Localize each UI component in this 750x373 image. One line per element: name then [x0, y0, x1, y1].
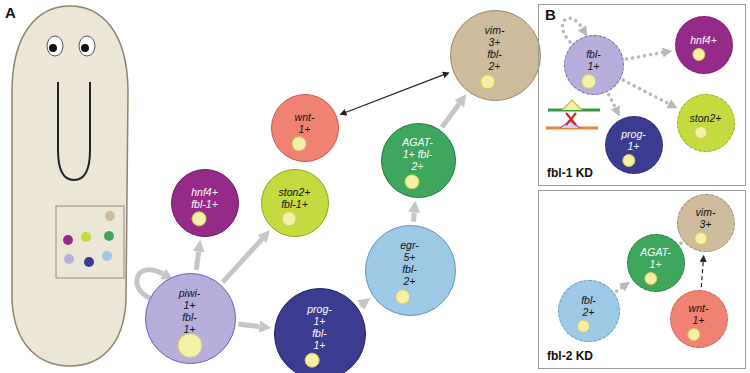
- cell-circle: AGAT-1+: [627, 234, 685, 292]
- knockdown-hairpin: [560, 121, 580, 128]
- panel-label: A: [5, 4, 16, 21]
- nucleus: [623, 155, 635, 167]
- nucleus: [305, 353, 319, 367]
- cell-circle: ston2+ fbl-1+: [261, 169, 329, 237]
- cell-circle: wnt-1+: [271, 94, 339, 162]
- nucleus: [582, 74, 596, 88]
- nucleus: [178, 333, 202, 357]
- lineage-arrow: [442, 104, 459, 128]
- nucleus: [282, 212, 296, 226]
- marker-gene-label: AGAT-1+ fbl-2+: [402, 136, 432, 172]
- lineage-arrow: [623, 80, 668, 104]
- planarian-body: [12, 6, 128, 366]
- cell-dot: [105, 211, 115, 221]
- cell-dot: [81, 232, 91, 242]
- nucleus: [695, 233, 707, 245]
- lineage-arrow: [196, 252, 198, 270]
- marker-gene-label: vim-3+: [696, 206, 716, 230]
- lineage-arrow: [626, 53, 662, 60]
- nucleus: [292, 137, 306, 151]
- cell-circle: ston2+: [677, 94, 735, 152]
- cell-circle: vim-3+: [677, 194, 735, 252]
- planarian-pharynx: [58, 82, 90, 180]
- planarian-pupil: [49, 44, 57, 52]
- nucleus: [395, 289, 409, 303]
- nucleus: [480, 74, 494, 88]
- cell-circle: hnf4+ fbl-1+: [171, 169, 239, 237]
- nucleus: [645, 273, 657, 285]
- marker-gene-label: piwi-1+ fbl-1+: [179, 287, 201, 335]
- marker-gene-label: AGAT-1+: [640, 246, 670, 270]
- cell-dot: [104, 231, 114, 241]
- panel-box: fbl-1 KD fbl-1+ hnf4+ ston2+ prog-1+: [538, 4, 746, 186]
- planarian-eye: [79, 36, 95, 56]
- marker-gene-label: fbl-2+: [581, 294, 596, 318]
- lineage-arrow: [617, 287, 622, 291]
- nucleus: [688, 329, 700, 341]
- cell-circle: fbl-1+: [564, 35, 624, 95]
- cell-dot: [102, 251, 112, 261]
- planarian-pupil: [81, 44, 89, 52]
- lineage-arrow: [238, 324, 259, 327]
- panel-title: fbl-2 KD: [547, 349, 593, 363]
- cell-circle: prog-1+ fbl-1+: [274, 288, 366, 373]
- marker-gene-label: wnt-1+: [689, 302, 709, 326]
- marker-gene-label: fbl-1+: [586, 48, 601, 72]
- panel-label: B: [545, 6, 556, 23]
- cell-dot: [64, 254, 74, 264]
- lineage-arrow: [223, 239, 262, 282]
- knockdown-hairpin: [562, 100, 582, 110]
- lineage-arrow: [357, 303, 363, 309]
- nucleus: [578, 320, 590, 332]
- marker-gene-label: prog-1+: [621, 128, 646, 152]
- knockdown-cross: [566, 113, 576, 125]
- cell-circle: hnf4+: [675, 16, 733, 74]
- cell-circle: vim-3+ fbl-2+: [450, 10, 541, 101]
- lineage-arrow: [411, 212, 417, 221]
- panel-box: fbl-2 KD vim-3+ AGAT-1+ fbl-2+ wnt-1+: [538, 190, 746, 369]
- cell-dot: [84, 257, 94, 267]
- marker-gene-label: wnt-1+: [295, 111, 315, 135]
- cell-circle: prog-1+: [605, 116, 663, 174]
- marker-gene-label: ston2+: [690, 112, 722, 124]
- cell-circle: fbl-2+: [558, 280, 620, 342]
- zoom-box: [56, 206, 124, 278]
- marker-gene-label: vim-3+ fbl-2+: [485, 24, 505, 72]
- marker-gene-label: prog-1+ fbl-1+: [307, 303, 332, 351]
- cell-circle: wnt-1+: [670, 290, 728, 348]
- nucleus: [695, 126, 707, 138]
- cell-circle: piwi-1+ fbl-1+: [145, 273, 236, 364]
- cell-circle: egr-5+ fbl-2+: [365, 225, 456, 316]
- cell-circle: AGAT-1+ fbl-2+: [381, 123, 456, 198]
- marker-gene-label: egr-5+ fbl-2+: [400, 239, 418, 287]
- marker-gene-label: hnf4+: [690, 34, 717, 46]
- lineage-arrow: [346, 75, 443, 112]
- nucleus: [405, 174, 419, 188]
- cell-dot: [63, 235, 73, 245]
- marker-gene-label: ston2+ fbl-1+: [279, 186, 311, 210]
- marker-gene-label: hnf4+ fbl-1+: [191, 186, 218, 210]
- nucleus: [693, 48, 705, 60]
- nucleus: [192, 212, 206, 226]
- panel-title: fbl-1 KD: [547, 166, 593, 180]
- lineage-arrow: [609, 95, 615, 108]
- lineage-arrow: [701, 262, 703, 287]
- planarian-eye: [47, 36, 63, 56]
